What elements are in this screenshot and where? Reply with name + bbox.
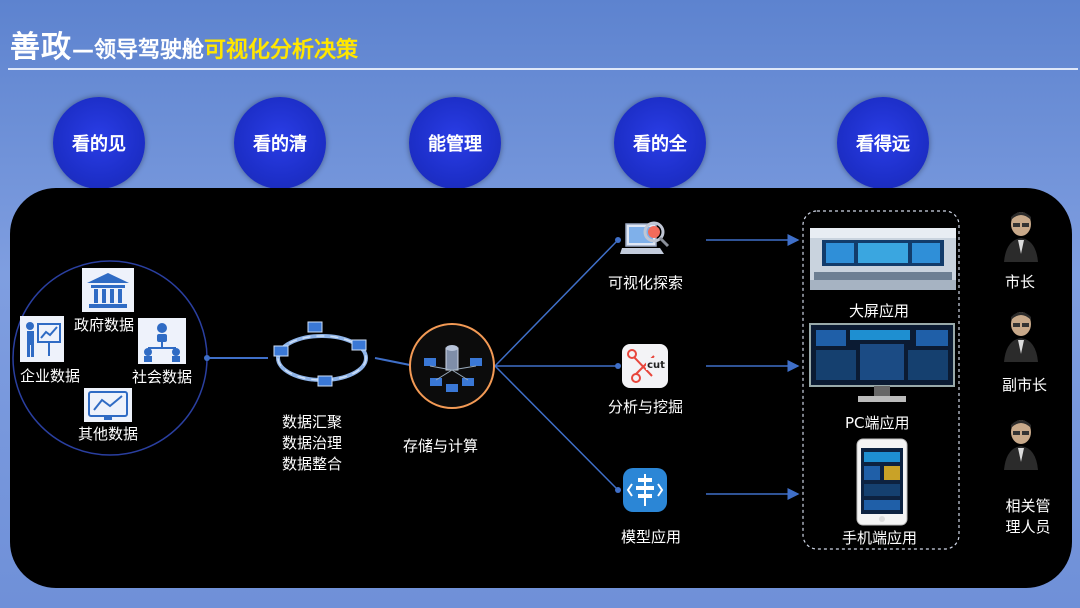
user-managers-line1: 相关管 <box>1005 497 1051 515</box>
svg-text:cut: cut <box>647 360 665 371</box>
title-highlight: 可视化分析决策 <box>204 38 359 63</box>
function-analysis-mining: 分析与挖掘 <box>608 398 684 416</box>
app-mobile: 手机端应用 <box>842 529 918 547</box>
storage-label: 存储与计算 <box>403 437 479 455</box>
data-aggregation-ring-icon <box>268 318 376 396</box>
government-building-icon <box>82 268 134 312</box>
stage-manage: 能管理 <box>409 97 501 189</box>
stage-far: 看得远 <box>837 97 929 189</box>
source-social: 社会数据 <box>132 368 193 386</box>
social-network-icon <box>138 318 186 364</box>
function-visual-explore: 可视化探索 <box>608 274 684 292</box>
user-managers: 相关管 理人员 <box>1000 496 1056 538</box>
model-app-icon <box>623 468 667 512</box>
apps-box <box>802 210 960 550</box>
source-government: 政府数据 <box>74 316 135 334</box>
storage-compute-hub-icon <box>408 322 496 410</box>
enterprise-presentation-icon <box>20 316 64 362</box>
processing-steps: 数据汇聚 数据治理 数据整合 <box>280 412 344 475</box>
source-enterprise: 企业数据 <box>20 367 81 385</box>
vice-mayor-avatar-icon <box>1002 310 1040 362</box>
stage-clear: 看的清 <box>234 97 326 189</box>
mayor-avatar-icon <box>1002 210 1040 262</box>
manager-avatar-icon <box>1002 418 1040 470</box>
link-storage-model <box>494 365 619 491</box>
link-aggregate-storage <box>374 357 411 366</box>
app-bigscreen: 大屏应用 <box>849 302 910 320</box>
link-storage-visual <box>494 239 619 367</box>
app-pc: PC端应用 <box>845 414 910 432</box>
user-vice-mayor: 副市长 <box>1002 376 1048 394</box>
source-other: 其他数据 <box>78 425 139 443</box>
pc-dashboard-image <box>808 322 956 406</box>
stage-complete: 看的全 <box>614 97 706 189</box>
bigscreen-control-room-image <box>810 228 956 290</box>
step-govern: 数据治理 <box>281 434 342 452</box>
other-data-screen-icon <box>84 388 132 422</box>
step-integrate: 数据整合 <box>281 455 342 473</box>
step-aggregate: 数据汇聚 <box>281 413 342 431</box>
cut-analysis-icon: cut <box>622 344 668 388</box>
mobile-dashboard-image <box>856 438 908 526</box>
user-managers-line2: 理人员 <box>1005 518 1051 536</box>
stage-see: 看的见 <box>53 97 145 189</box>
laptop-magnifier-icon <box>620 216 670 262</box>
title-divider <box>8 68 1078 70</box>
user-mayor: 市长 <box>1005 273 1036 291</box>
title-main: 善政 <box>10 30 72 65</box>
page-title: 善政 —领导驾驶舱 可视化分析决策 <box>10 22 359 65</box>
function-model-app: 模型应用 <box>621 528 682 546</box>
title-sub: —领导驾驶舱 <box>72 38 205 63</box>
